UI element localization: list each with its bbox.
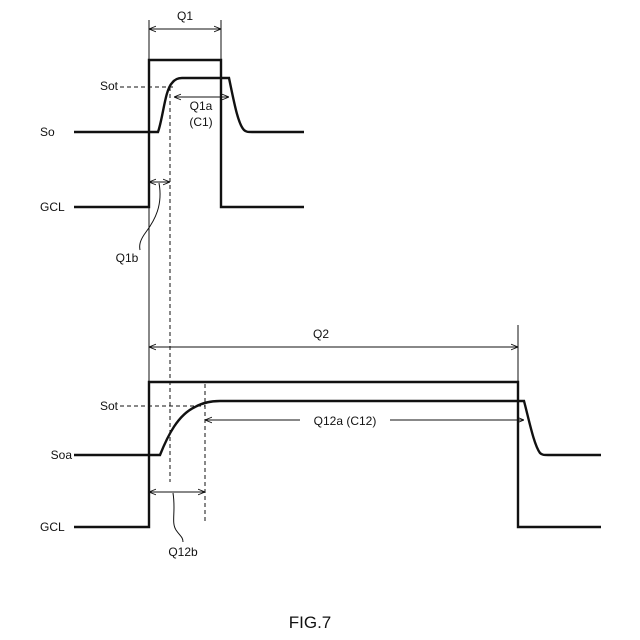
- gcl-label-bottom: GCL: [40, 520, 65, 534]
- so-label: So: [40, 125, 55, 139]
- c1-label: (C1): [189, 115, 212, 129]
- q1b-label: Q1b: [116, 251, 139, 265]
- soa-label: Soa: [51, 448, 73, 462]
- q1a-label: Q1a: [190, 99, 213, 113]
- sot-label-bottom: Sot: [100, 399, 119, 413]
- sot-label-top: Sot: [100, 79, 119, 93]
- q2-label: Q2: [313, 327, 329, 341]
- soa-waveform: [74, 401, 601, 455]
- q12b-leader-line: [173, 493, 183, 542]
- q12b-label: Q12b: [168, 545, 198, 559]
- q1-label: Q1: [177, 9, 193, 23]
- gcl-label-top: GCL: [40, 200, 65, 214]
- figure-label: FIG.7: [289, 613, 332, 632]
- q12a-label: Q12a (C12): [314, 414, 377, 428]
